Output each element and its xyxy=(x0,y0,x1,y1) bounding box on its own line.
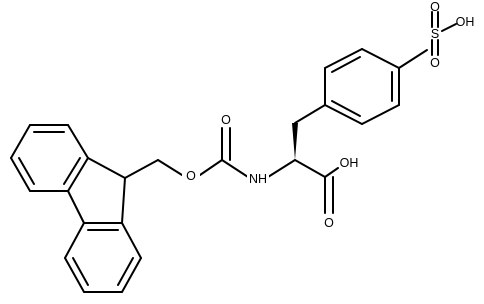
acid-oh-label: OH xyxy=(340,156,359,170)
carbamate-chain xyxy=(124,127,296,179)
sulfur-label: S xyxy=(431,27,439,41)
wedge-bond xyxy=(292,123,298,160)
nh-label: NH xyxy=(249,172,267,186)
sulfonyl-oh-label: OH xyxy=(456,15,475,29)
phenyl-ring xyxy=(324,48,400,125)
benzyl-link xyxy=(294,104,326,124)
sulfonic-acid-group xyxy=(398,11,457,69)
atom-labels: O O NH OH O S O O OH xyxy=(182,0,474,230)
fluorene-left-ring xyxy=(10,124,89,192)
fluorene-lower-ring xyxy=(64,222,142,293)
amino-acid-core xyxy=(292,123,339,214)
sulfonyl-oxygen-top-label: O xyxy=(430,0,440,14)
carbonyl-oxygen-label: O xyxy=(221,113,231,127)
fluorene-five-ring xyxy=(67,157,126,224)
sulfonyl-oxygen-bottom-label: O xyxy=(430,56,440,70)
ester-oxygen-label: O xyxy=(186,169,196,183)
acid-oxygen-label: O xyxy=(324,216,334,230)
